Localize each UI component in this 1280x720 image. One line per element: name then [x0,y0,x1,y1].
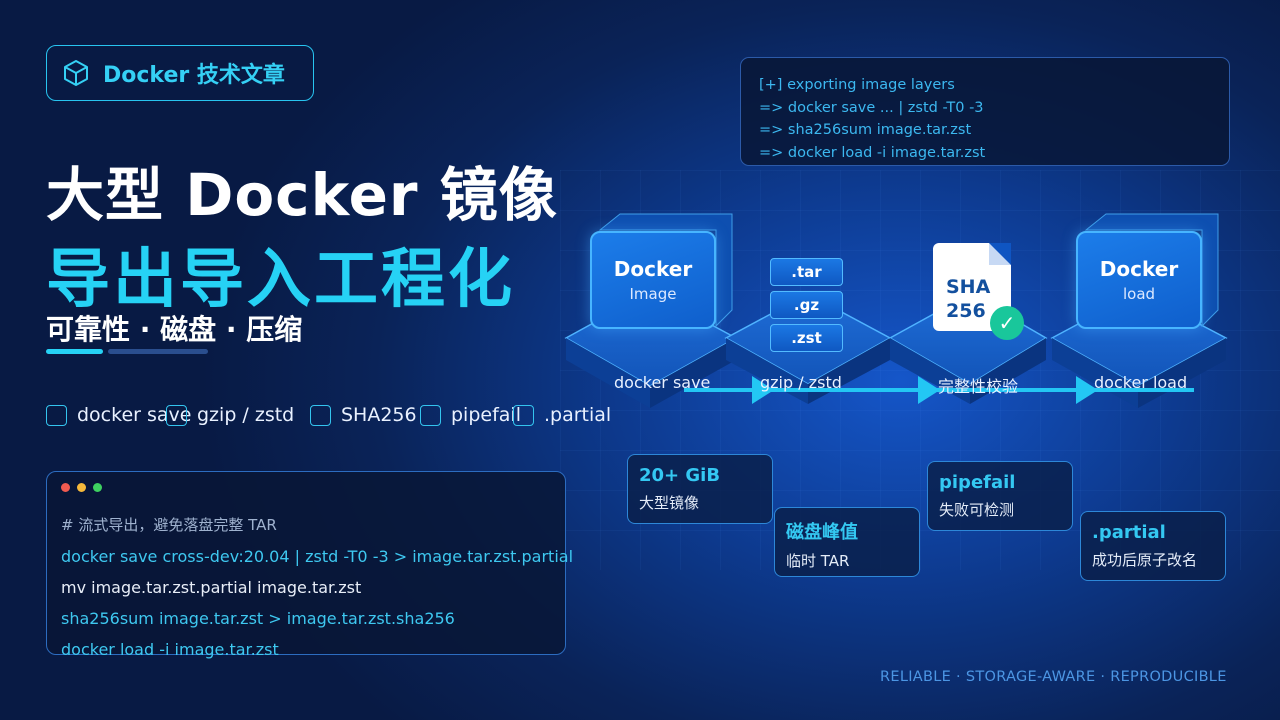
page-fold-icon [989,243,1011,265]
tag-item: .partial [513,404,611,426]
stage-label: gzip / zstd [760,373,842,392]
terminal-line: => docker save ... | zstd -T0 -3 [759,99,984,116]
checkbox-icon [166,404,187,426]
terminal-panel: [+] exporting image layers => docker sav… [740,57,1230,166]
accent-bar [46,349,103,354]
doc-text: 256 [946,300,986,322]
info-card-title: pipefail [939,472,1016,493]
info-card-subtitle: 临时 TAR [786,552,850,570]
page-subtitle: 可靠性 · 磁盘 · 压缩 [46,313,303,346]
maximize-dot-icon [93,483,102,492]
check-icon: ✓ [990,306,1024,340]
stage-label: docker load [1094,373,1188,392]
tag-item: SHA256 [310,404,417,426]
page-title-highlight: 导出导入工程化 [46,243,515,317]
stage-label: 完整性校验 [938,377,1019,396]
checkbox-icon [310,404,331,426]
code-window: # 流式导出，避免落盘完整 TAR docker save cross-dev:… [46,471,574,659]
cube-title: Docker [1099,257,1179,281]
doc-text: SHA [946,276,991,298]
info-card-subtitle: 大型镜像 [639,494,700,512]
format-chip-tar: .tar [770,258,843,286]
footer-tagline: RELIABLE · STORAGE-AWARE · REPRODUCIBLE [880,669,1227,685]
format-chip-gz: .gz [770,291,843,319]
code-line: mv image.tar.zst.partial image.tar.zst [61,578,362,597]
info-card-title: 20+ GiB [639,465,721,486]
tag-item: docker save [46,404,191,426]
code-line: docker save cross-dev:20.04 | zstd -T0 -… [61,547,574,566]
stage-label: docker save [614,373,711,392]
code-line: sha256sum image.tar.zst > image.tar.zst.… [61,609,455,628]
window-controls [61,483,551,492]
cube-subtitle: Image [629,285,677,303]
cube-title: Docker [613,257,693,281]
tag-item: gzip / zstd [166,404,294,426]
tag-label: .partial [544,404,612,426]
info-card-title: 磁盘峰值 [786,522,858,543]
info-card: 20+ GiB 大型镜像 [627,454,773,524]
info-card: pipefail 失败可检测 [927,461,1073,531]
tag-label: docker save [77,404,192,426]
docker-load-cube: Docker load [1076,231,1202,329]
info-card-title: .partial [1092,522,1166,543]
badge-label: Docker 技术文章 [103,63,285,88]
checkbox-icon [420,404,441,426]
info-card: .partial 成功后原子改名 [1080,511,1226,581]
terminal-line: => sha256sum image.tar.zst [759,122,972,138]
info-card-subtitle: 失败可检测 [939,501,1015,519]
code-line: docker load -i image.tar.zst [61,640,279,659]
info-card-subtitle: 成功后原子改名 [1092,551,1198,569]
accent-bar-dim [108,349,208,354]
format-chip-zst: .zst [770,324,843,352]
info-card: 磁盘峰值 临时 TAR [774,507,920,577]
code-line: # 流式导出，避免落盘完整 TAR [61,516,277,534]
category-badge: Docker 技术文章 [46,45,314,101]
cube-icon [64,60,88,86]
docker-image-cube: Docker Image [590,231,716,329]
checkbox-icon [46,404,67,426]
terminal-line: [+] exporting image layers [759,77,955,93]
keyword-tags: docker save gzip / zstd SHA256 pipefail … [46,404,626,432]
close-dot-icon [61,483,70,492]
terminal-line: => docker load -i image.tar.zst [759,144,986,161]
tag-label: pipefail [451,404,521,426]
tag-item: pipefail [420,404,521,426]
tag-label: gzip / zstd [197,404,295,426]
page-title: 大型 Docker 镜像 [46,161,558,229]
minimize-dot-icon [77,483,86,492]
checkbox-icon [513,404,534,426]
tag-label: SHA256 [341,404,417,426]
cube-subtitle: load [1122,285,1156,303]
